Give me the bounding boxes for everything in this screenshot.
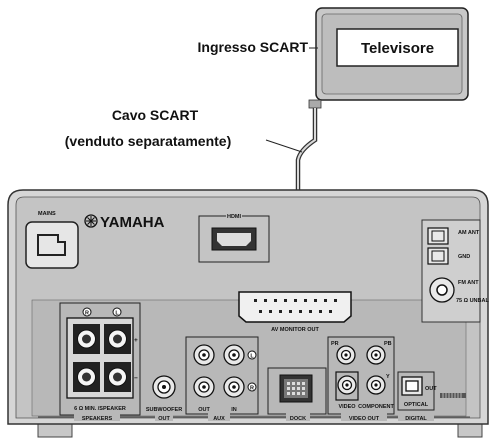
y-label: Y — [386, 374, 390, 380]
video-out-jacks: PR PB Y VIDEO COMPONENT — [327, 336, 395, 415]
optical-out-label: OUT — [425, 386, 437, 392]
yamaha-logo: YAMAHA — [84, 214, 165, 231]
aux-l-label: L — [250, 354, 254, 360]
speaker-plus-label: + — [134, 337, 138, 344]
pr-label: PR — [331, 341, 339, 347]
hdmi-label: HDMI — [227, 214, 242, 220]
dock-label: DOCK — [290, 416, 306, 422]
optical-port: OUT OPTICAL — [397, 371, 466, 411]
subwoofer-out-label: OUT — [158, 416, 170, 422]
hdmi-port: HDMI — [198, 211, 270, 263]
gnd-label: GND — [458, 254, 470, 260]
brand-label: YAMAHA — [100, 214, 165, 231]
speakers-spec-label: 6 Ω MIN. /SPEAKER — [74, 406, 126, 412]
speaker-r-label: R — [85, 311, 89, 317]
speakers-label: SPEAKERS — [82, 416, 113, 422]
speaker-l-label: L — [115, 311, 119, 317]
dock-port — [267, 367, 327, 415]
scart-cable — [295, 99, 322, 293]
fm-ant-label: FM ANT — [458, 280, 479, 286]
aux-out-label: OUT — [198, 407, 210, 413]
bottom-group-labels: SPEAKERS OUT AUX DOCK VIDEO OUT DIGITAL — [38, 413, 470, 422]
video-label: VIDEO — [338, 404, 356, 410]
subwoofer-label: SUBWOOFER — [146, 407, 182, 413]
aux-jacks: L R OUT IN — [185, 336, 259, 415]
tv-label: Televisore — [361, 40, 434, 57]
component-label: COMPONENT — [358, 404, 394, 410]
mains-socket — [25, 221, 79, 269]
subwoofer-jack: SUBWOOFER — [146, 375, 182, 413]
fm-impedance-label: 75 Ω UNBAL — [456, 298, 489, 304]
cable-label-line2: (venduto separatamente) — [65, 133, 231, 149]
am-ant-label: AM ANT — [458, 230, 480, 236]
tv-unit: Televisore — [315, 7, 469, 101]
aux-r-label: R — [250, 386, 254, 392]
scart-output-port: AV MONITOR OUT — [238, 291, 352, 333]
cable-label-line1: Cavo SCART — [112, 107, 199, 123]
speaker-terminals: R L + − 6 Ω MIN. /SPEAKER — [59, 302, 141, 416]
antenna-block: AM ANT GND FM ANT 75 Ω UNBAL — [421, 219, 489, 323]
aux-in-label: IN — [231, 407, 237, 413]
mains-label: MAINS — [38, 211, 56, 217]
optical-label: OPTICAL — [404, 402, 429, 408]
tv-label-box — [336, 28, 459, 67]
aux-label: AUX — [213, 416, 225, 422]
pb-label: PB — [384, 341, 392, 347]
video-out-label: VIDEO OUT — [349, 416, 380, 422]
speaker-minus-label: − — [134, 375, 138, 382]
digital-label: DIGITAL — [405, 416, 427, 422]
scart-input-label: Ingresso SCART — [198, 39, 309, 55]
av-monitor-out-label: AV MONITOR OUT — [271, 327, 319, 333]
